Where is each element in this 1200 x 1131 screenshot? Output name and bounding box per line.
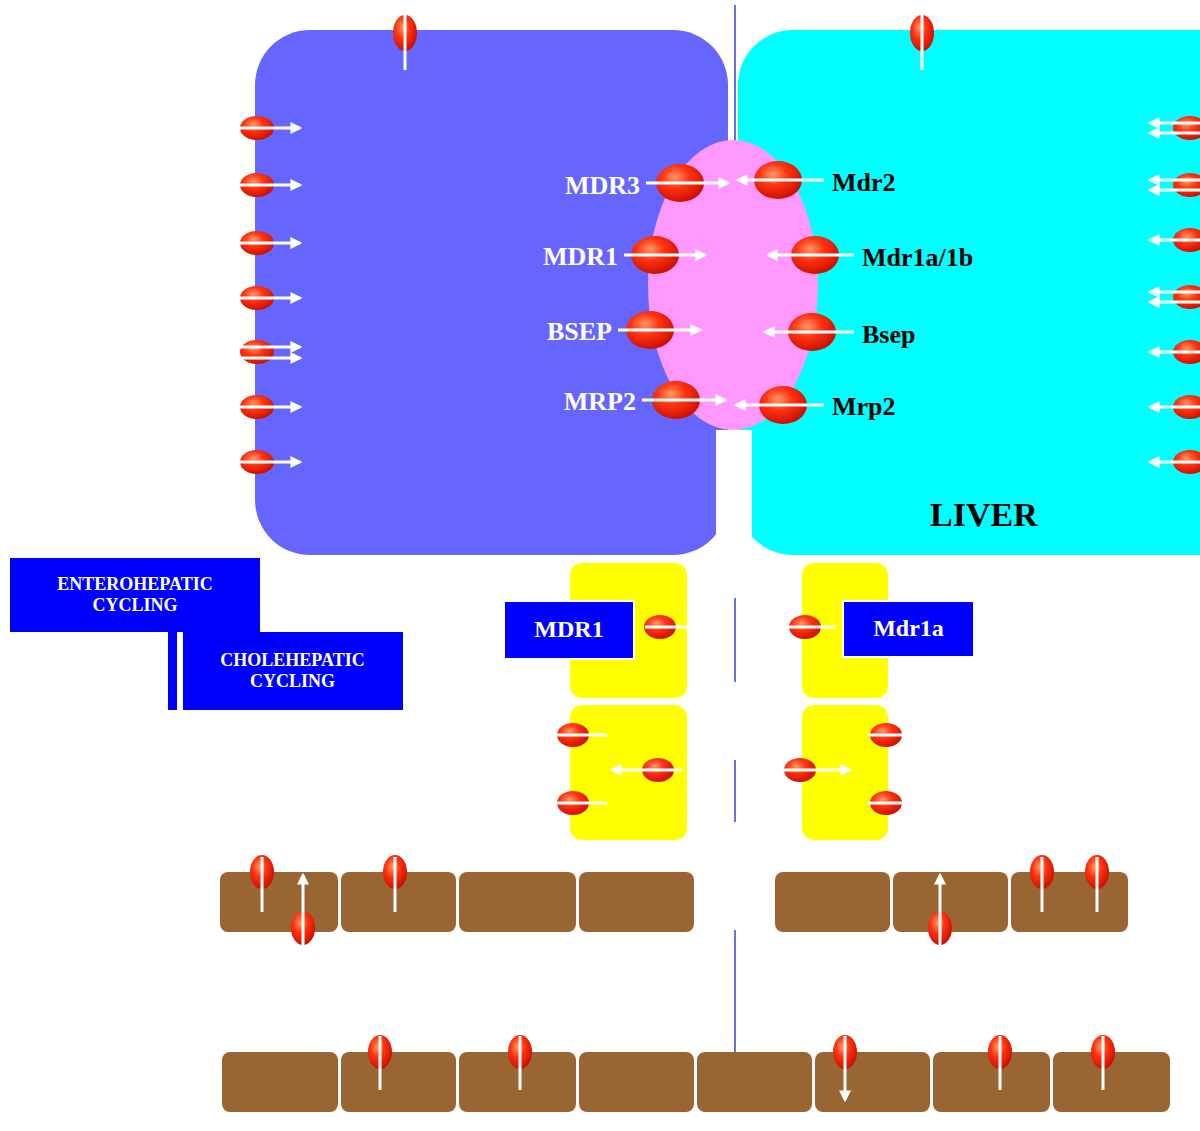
cell-region: Mdr2Mdr1a/1bBsepMrp2LIVER (738, 30, 1200, 555)
transport-arrow (642, 399, 725, 402)
epithelial-cell (697, 1052, 812, 1112)
transport-line (394, 857, 397, 912)
box-label: Mdr1a (873, 615, 944, 643)
transport-arrow (240, 297, 300, 300)
transport-line (556, 734, 607, 737)
transport-arrow (240, 346, 300, 349)
transport-arrow (765, 331, 854, 334)
transport-line (868, 802, 908, 805)
transporter-name: MDR3 (565, 172, 640, 201)
epithelial-cell (579, 1052, 694, 1112)
divider-segment (734, 5, 736, 145)
box-label: ENTEROHEPATIC CYCLING (20, 574, 250, 615)
transporter-name: MDR1 (543, 243, 618, 272)
transport-line (921, 15, 924, 70)
transporter-name: Mdr1a/1b (862, 244, 973, 273)
transport-arrow (1150, 351, 1200, 354)
transport-arrow (240, 127, 300, 130)
transport-arrow (1150, 461, 1200, 464)
cell-gap (716, 430, 752, 560)
transport-line (785, 626, 836, 629)
transport-arrow (738, 179, 824, 182)
transport-arrow (624, 254, 705, 257)
transport-line (1041, 857, 1044, 912)
transport-arrow (736, 404, 824, 407)
transport-line (261, 857, 264, 912)
epithelial-cell (579, 872, 694, 932)
cycle-box: ENTEROHEPATIC CYCLING (10, 558, 260, 632)
organ-label: LIVER (930, 496, 1038, 533)
transport-line (1096, 857, 1099, 912)
transport-arrow (240, 406, 300, 409)
transport-arrow (612, 769, 682, 772)
epithelial-cell (341, 1052, 456, 1112)
cycle-box: CHOLEHEPATIC CYCLING (168, 632, 403, 710)
transport-arrow (240, 357, 300, 360)
transport-arrow (939, 875, 942, 948)
transport-line (519, 1036, 522, 1090)
transport-line (868, 734, 908, 737)
epithelial-cell (222, 1052, 338, 1112)
transport-arrow (240, 461, 300, 464)
transport-arrow (1150, 291, 1200, 294)
transport-line (999, 1036, 1002, 1090)
epithelial-cell (815, 1052, 930, 1112)
epithelial-cell (459, 872, 576, 932)
transporter (1173, 173, 1200, 197)
white-bar (177, 632, 183, 710)
transport-arrow (1150, 122, 1200, 125)
transport-line (645, 626, 688, 629)
transporter (240, 340, 274, 364)
transporter (1173, 285, 1200, 309)
transport-arrow (768, 254, 854, 257)
box-label: CHOLEHEPATIC CYCLING (190, 650, 395, 691)
transporter-name: MRP2 (564, 388, 636, 417)
box-label: MDR1 (534, 616, 603, 644)
epithelial-cell (220, 872, 338, 932)
transport-arrow (302, 875, 305, 948)
transporter (1173, 116, 1200, 140)
transport-arrow (844, 1036, 847, 1100)
transport-arrow (1150, 301, 1200, 304)
transport-arrow (1150, 406, 1200, 409)
transporters (240, 15, 1200, 1069)
transport-arrow (240, 242, 300, 245)
cell-region: MDR3MDR1BSEP MRP2 (255, 30, 725, 555)
transport-line (556, 802, 607, 805)
transporter-name: BSEP (547, 318, 612, 347)
transporter-name: Mdr2 (832, 169, 896, 198)
transporter-label-box: Mdr1a (842, 600, 975, 658)
transport-arrow (1150, 179, 1200, 182)
epithelium-row (220, 872, 1128, 932)
divider-segment (734, 598, 736, 682)
transport-line (379, 1036, 382, 1090)
yellow-cell (570, 705, 687, 840)
epithelial-cell (775, 872, 890, 932)
transport-arrow (618, 329, 700, 332)
transport-arrow (1150, 132, 1200, 135)
transport-line (1102, 1036, 1105, 1090)
epithelium-row (222, 1052, 1170, 1112)
transporter-label-box: MDR1 (503, 600, 635, 660)
transport-arrow (1150, 239, 1200, 242)
transporter-name: Bsep (862, 321, 915, 350)
transport-arrow (240, 184, 300, 187)
epithelial-cell (1011, 872, 1128, 932)
transport-arrows (240, 15, 1200, 1100)
transport-arrow (646, 182, 728, 185)
transport-arrow (782, 769, 850, 772)
divider-segment (734, 760, 736, 822)
transport-arrow (1150, 189, 1200, 192)
transport-line (404, 15, 407, 70)
transporter-name: Mrp2 (832, 393, 896, 422)
